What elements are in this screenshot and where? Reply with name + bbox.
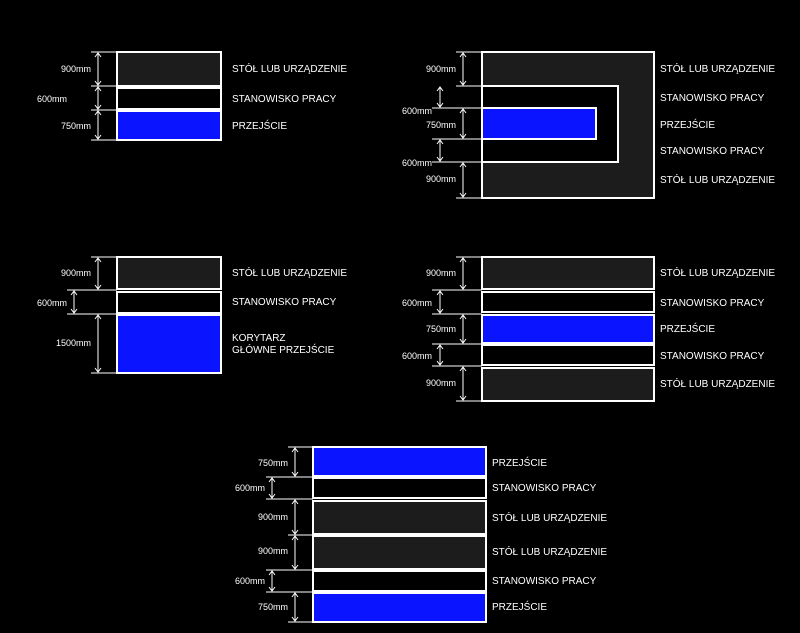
dim-passage: 750mm [258, 602, 288, 612]
label-work: STANOWISKO PRACY [492, 483, 597, 494]
dim-work: 600mm [235, 483, 265, 493]
corridor-zone [116, 314, 222, 374]
table-zone [312, 500, 487, 535]
diagram-single-row: 900mm 600mm 750mm STÓŁ LUB URZĄDZENIE ST… [37, 51, 347, 141]
work-zone [116, 291, 222, 314]
dim-work: 600mm [37, 298, 67, 308]
dim-work: 600mm [37, 94, 67, 104]
table-zone [481, 256, 655, 290]
work-zone [312, 570, 487, 592]
diagram-double-row: 900mm 600mm 750mm 600mm 900mm STÓŁ LUB U… [402, 256, 775, 402]
label-corridor: KORYTARZ [232, 333, 286, 344]
label-passage: PRZEJŚCIE [660, 118, 715, 131]
label-passage: PRZEJŚCIE [232, 119, 287, 132]
dim-passage: 750mm [61, 121, 91, 131]
label-work: STANOWISKO PRACY [492, 576, 597, 587]
work-zone [481, 344, 655, 366]
table-zone [312, 535, 487, 570]
label-table: STÓŁ LUB URZĄDZENIE [232, 62, 347, 75]
dim-work: 600mm [402, 351, 432, 361]
label-passage: PRZEJŚCIE [660, 322, 715, 335]
dim-table: 900mm [426, 174, 456, 184]
dim-work: 600mm [402, 106, 432, 116]
dim-table: 900mm [61, 64, 91, 74]
diagram-corridor: 900mm 600mm 1500mm STÓŁ LUB URZĄDZENIE S… [37, 256, 347, 374]
passage-zone [116, 110, 222, 141]
passage-zone [312, 446, 487, 477]
label-work: STANOWISKO PRACY [660, 298, 765, 309]
dim-table: 900mm [426, 268, 456, 278]
label-table: STÓŁ LUB URZĄDZENIE [660, 266, 775, 279]
table-zone [481, 367, 655, 402]
dim-table: 900mm [258, 546, 288, 556]
dimension-lines [432, 51, 482, 199]
dim-work: 600mm [402, 158, 432, 168]
label-table: STÓŁ LUB URZĄDZENIE [660, 62, 775, 75]
passage-zone [481, 107, 597, 140]
dim-corridor: 1500mm [56, 338, 91, 348]
dim-table: 900mm [426, 378, 456, 388]
dim-table: 900mm [61, 268, 91, 278]
dim-passage: 750mm [258, 458, 288, 468]
work-zone [116, 87, 222, 110]
dim-table: 900mm [426, 64, 456, 74]
dimension-lines [432, 256, 482, 402]
dimension-lines [91, 51, 117, 141]
dim-passage: 750mm [426, 324, 456, 334]
work-zone [481, 291, 655, 313]
label-table: STÓŁ LUB URZĄDZENIE [492, 511, 607, 524]
diagram-u-shape: 900mm 600mm 750mm 600mm 900mm STÓŁ LUB U… [402, 51, 775, 199]
label-table: STÓŁ LUB URZĄDZENIE [232, 266, 347, 279]
label-work: STANOWISKO PRACY [232, 297, 337, 308]
label-table: STÓŁ LUB URZĄDZENIE [660, 173, 775, 186]
dim-table: 900mm [258, 512, 288, 522]
diagram-back-to-back: 750mm 600mm 900mm 900mm 600mm 750mm PRZE… [235, 446, 607, 623]
passage-zone [481, 314, 655, 344]
label-work: STANOWISKO PRACY [660, 351, 765, 362]
label-passage: PRZEJŚCIE [492, 600, 547, 613]
label-work: STANOWISKO PRACY [660, 93, 765, 104]
table-zone [116, 51, 222, 87]
dimension-lines [266, 446, 313, 623]
table-zone [116, 256, 222, 290]
label-work: STANOWISKO PRACY [232, 94, 337, 105]
label-table: STÓŁ LUB URZĄDZENIE [660, 377, 775, 390]
dim-work: 600mm [235, 576, 265, 586]
label-table: STÓŁ LUB URZĄDZENIE [492, 545, 607, 558]
passage-zone [312, 592, 487, 623]
dimension-lines [67, 256, 117, 374]
dim-work: 600mm [402, 298, 432, 308]
work-zone [312, 477, 487, 499]
label-passage: PRZEJŚCIE [492, 456, 547, 469]
label-work: STANOWISKO PRACY [660, 146, 765, 157]
dim-passage: 750mm [426, 120, 456, 130]
label-corridor-sub: GŁÓWNE PRZEJŚCIE [232, 343, 335, 356]
